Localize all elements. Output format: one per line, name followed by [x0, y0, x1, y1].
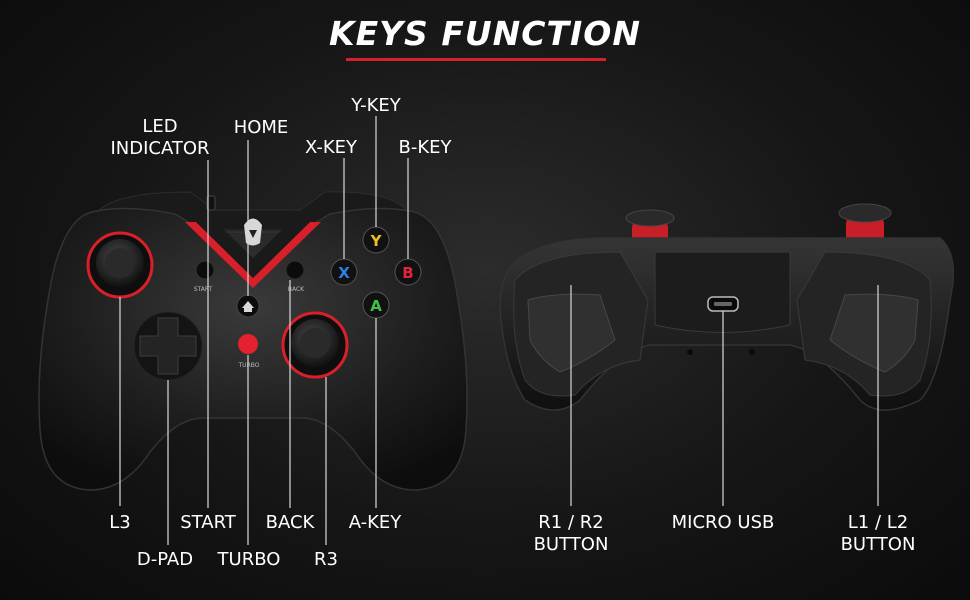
label-y-key: Y-KEY [351, 95, 401, 116]
label-led-indicator: LED INDICATOR [100, 116, 220, 160]
turbo-button-print: TURBO [238, 362, 260, 369]
leader-lines [119, 116, 879, 545]
l3-stick[interactable] [86, 231, 154, 299]
l1-l2-triggers[interactable] [829, 293, 919, 373]
start-button-print: START [194, 286, 213, 293]
label-home: HOME [233, 117, 289, 138]
front-controller: START BACK TURBO [38, 191, 468, 491]
label-x-key: X-KEY [304, 137, 358, 158]
start-button[interactable] [195, 260, 215, 280]
label-a-key: A-KEY [348, 512, 402, 533]
d-pad[interactable] [133, 311, 203, 381]
y-key-button[interactable]: Y [362, 226, 390, 254]
a-key-button[interactable]: A [362, 291, 390, 319]
label-led-line-2: INDICATOR [110, 138, 210, 159]
label-l1-l2-line-1: L1 / L2 [847, 512, 909, 533]
back-controller [499, 203, 955, 411]
label-l1-l2-line-2: BUTTON [840, 534, 916, 555]
label-l1-l2-button: L1 / L2 BUTTON [825, 512, 931, 556]
b-key-button[interactable]: B [394, 258, 422, 286]
label-micro-usb: MICRO USB [671, 512, 775, 533]
back-button[interactable] [285, 260, 305, 280]
label-turbo: TURBO [217, 549, 281, 570]
right-stick-top [838, 203, 892, 242]
label-r1-r2-button: R1 / R2 BUTTON [518, 512, 624, 556]
x-key-button[interactable]: X [330, 258, 358, 286]
label-back: BACK [265, 512, 315, 533]
title-underline [346, 58, 606, 61]
label-r3: R3 [314, 549, 338, 570]
page-title: KEYS FUNCTION [329, 14, 641, 53]
label-r1-r2-line-2: BUTTON [533, 534, 609, 555]
r3-stick[interactable] [281, 311, 349, 379]
home-button[interactable] [236, 294, 260, 318]
label-b-key: B-KEY [398, 137, 452, 158]
svg-text:Y: Y [370, 232, 383, 250]
label-led-line-1: LED [142, 116, 178, 137]
label-r1-r2-line-1: R1 / R2 [538, 512, 604, 533]
label-d-pad: D-PAD [136, 549, 194, 570]
svg-text:X: X [338, 264, 350, 282]
svg-text:B: B [402, 264, 413, 282]
logo-icon [244, 218, 262, 246]
red-v-accent [185, 222, 321, 288]
home-icon [242, 301, 254, 312]
turbo-button[interactable] [238, 334, 258, 354]
label-l3: L3 [109, 512, 131, 533]
led-indicator-light [206, 195, 216, 211]
back-button-print: BACK [288, 286, 305, 293]
label-start: START [180, 512, 236, 533]
svg-text:A: A [370, 297, 382, 315]
